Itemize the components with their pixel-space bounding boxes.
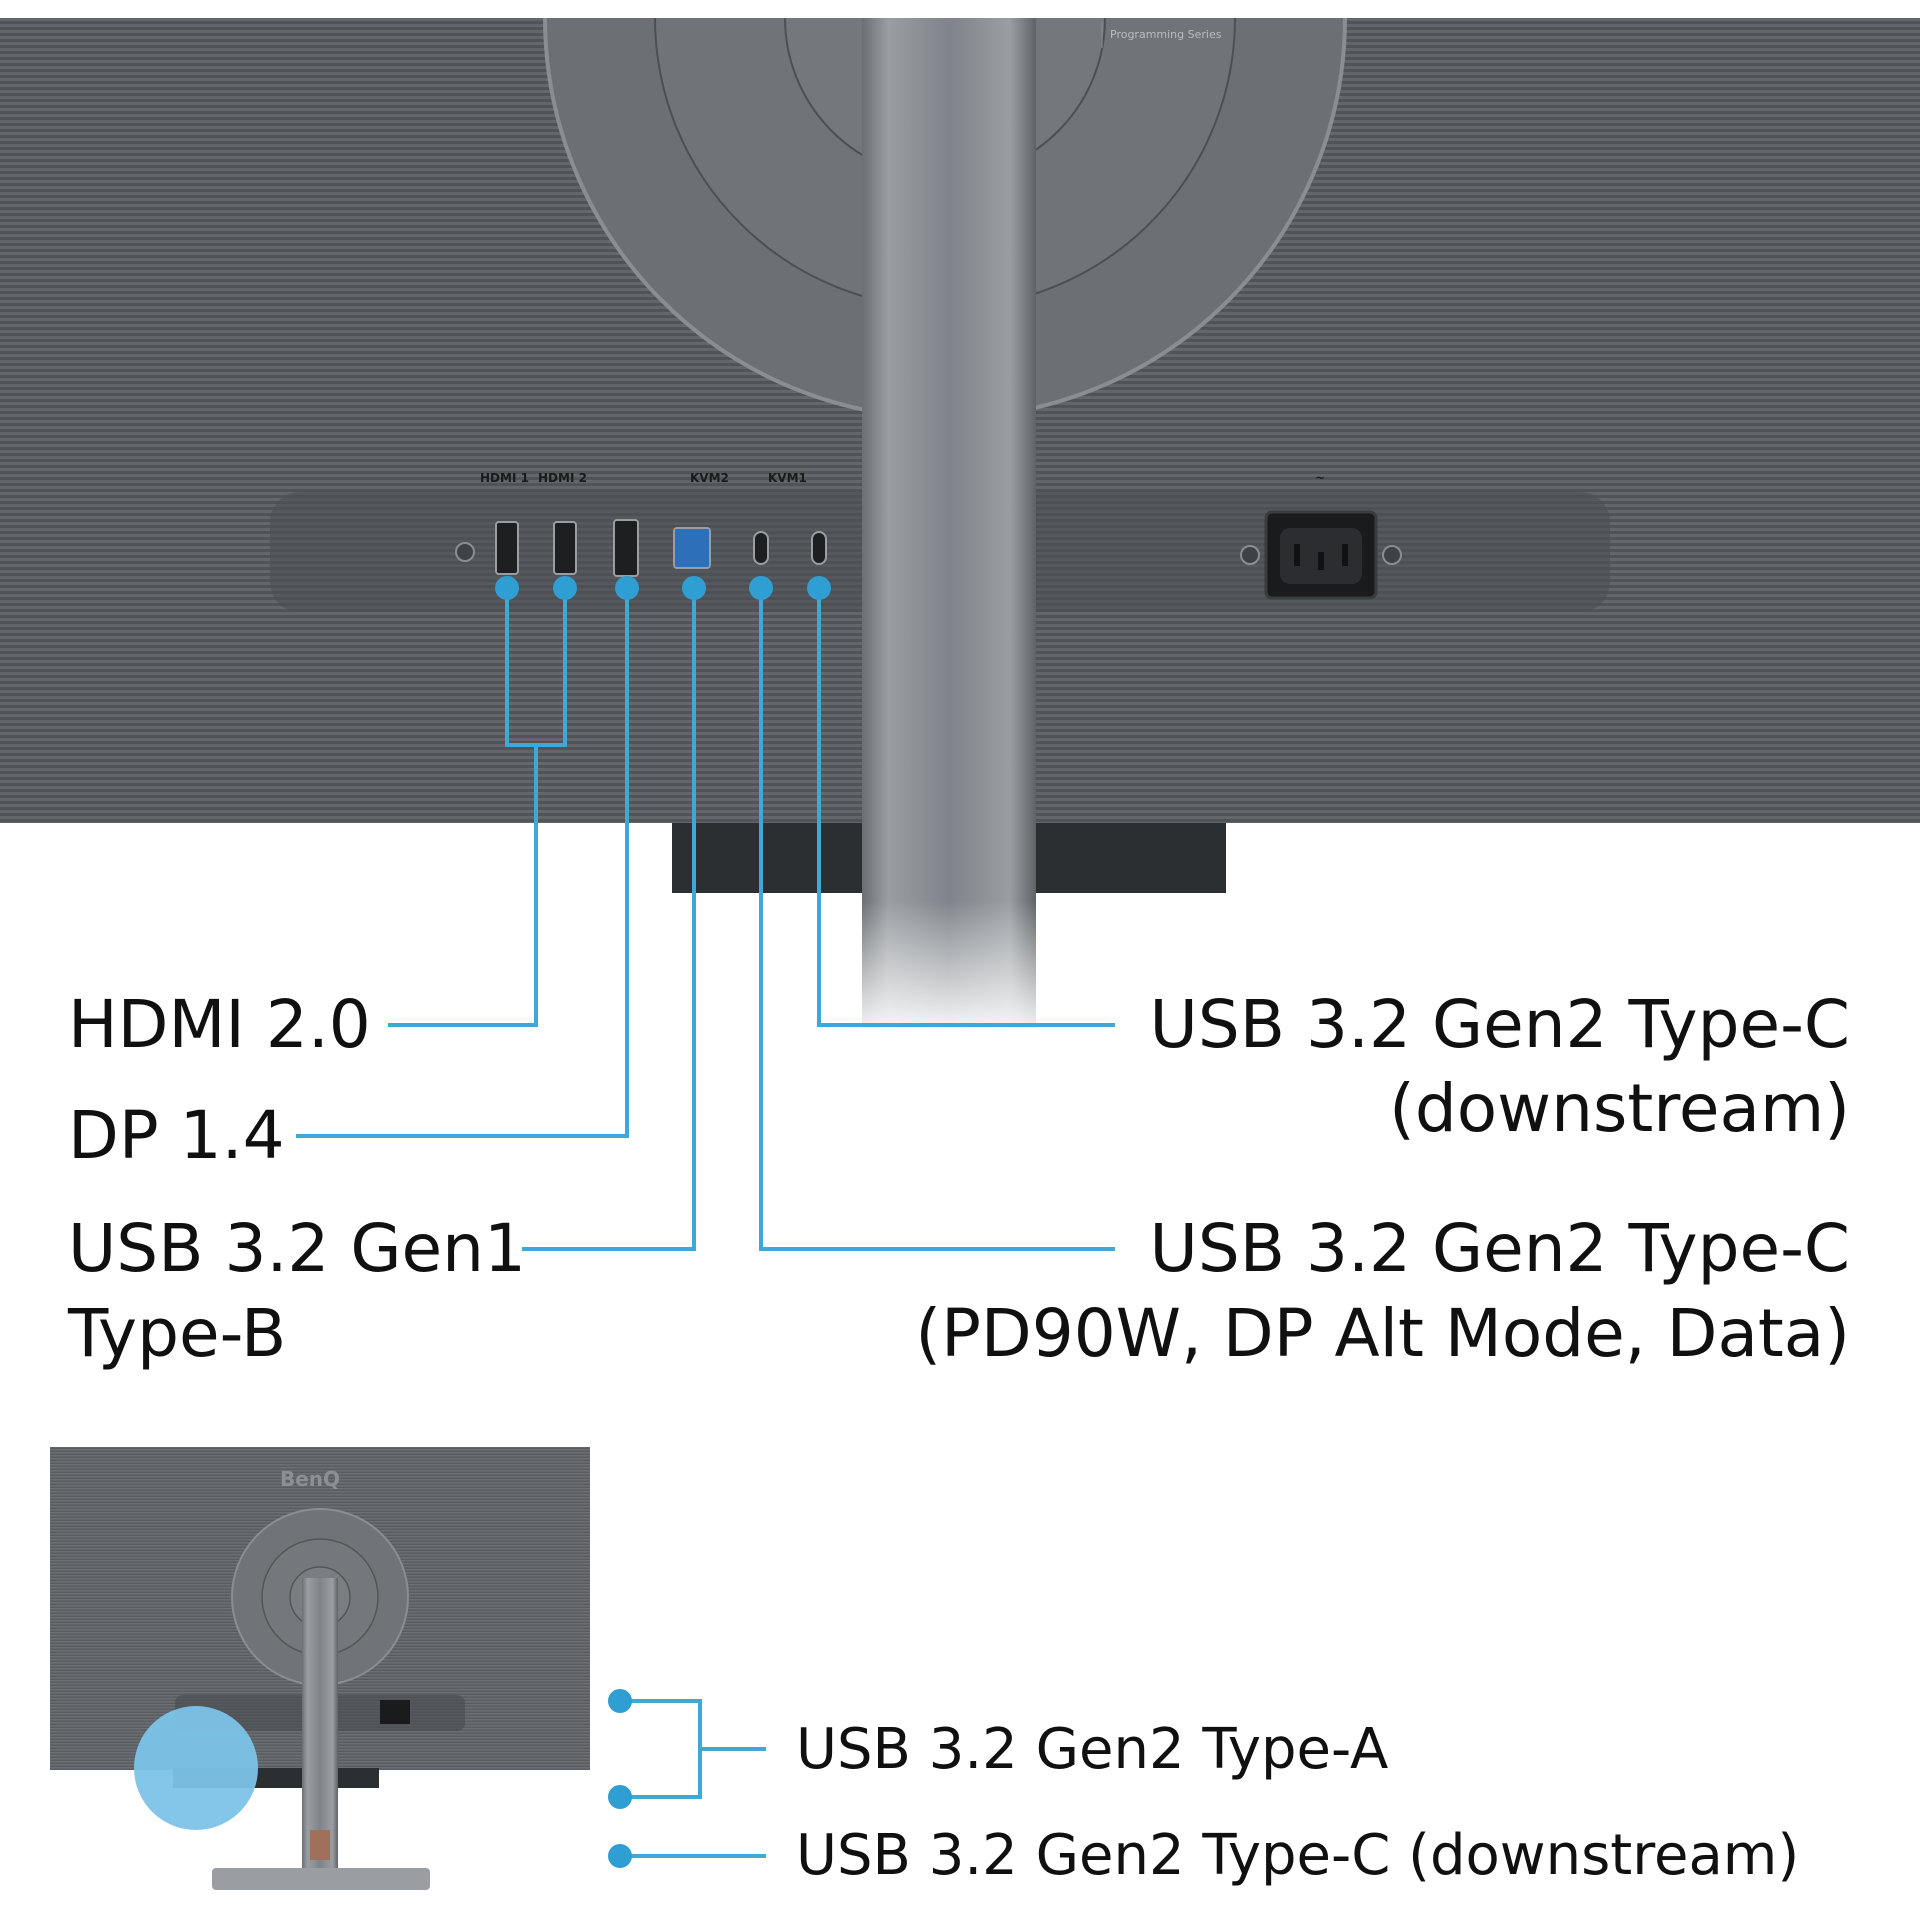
usbc-pd-label-line1: USB 3.2 Gen2 Type-C [1149, 1210, 1850, 1287]
screw-icon [1240, 545, 1260, 565]
side-usb-a-label: USB 3.2 Gen2 Type-A [796, 1717, 1389, 1782]
usb-b-label-line1: USB 3.2 Gen1 [68, 1210, 526, 1287]
brand-logo: BenQ [280, 1467, 340, 1491]
usbc-downstream-label-line2: (downstream) [1389, 1070, 1850, 1147]
side-callout-dots [608, 1689, 632, 1868]
screw-icon [1382, 545, 1402, 565]
side-callout-lines [620, 1699, 766, 1858]
usb-b-label-line2: Type-B [68, 1295, 287, 1372]
hdmi-port-1 [495, 521, 519, 575]
port-silkscreen: HDMI 1 HDMI 2 KVM2 KVM1 ~ [480, 471, 1325, 485]
side-usb-c-label: USB 3.2 Gen2 Type-C (downstream) [796, 1823, 1800, 1888]
dp-label: DP 1.4 [68, 1097, 285, 1174]
power-symbol: ~ [1315, 471, 1325, 485]
usb-c-port-downstream [811, 531, 827, 565]
usbc-pd-label-line2: (PD90W, DP Alt Mode, Data) [915, 1295, 1850, 1372]
series-text: Programming Series [1110, 28, 1222, 41]
usb-b-port [673, 527, 711, 569]
kvm1-silkscreen: KVM1 [768, 471, 807, 485]
displayport-port [613, 519, 639, 577]
hdmi1-silkscreen: HDMI 1 [480, 471, 529, 485]
usbc-downstream-label-line1: USB 3.2 Gen2 Type-C [1149, 986, 1850, 1063]
ports [455, 510, 1402, 600]
hdmi2-silkscreen: HDMI 2 [538, 471, 587, 485]
usb-c-port-pd [753, 531, 769, 565]
hdmi-label: HDMI 2.0 [68, 986, 371, 1063]
callout-lines [296, 588, 1115, 1251]
screw-icon [455, 542, 475, 562]
kvm2-silkscreen: KVM2 [690, 471, 729, 485]
side-ports-highlight [134, 1706, 258, 1830]
hdmi-port-2 [553, 521, 577, 575]
stand-neck [840, 18, 1060, 1040]
monitor-thumbnail: BenQ [50, 1447, 590, 1890]
callout-dots [495, 576, 831, 600]
